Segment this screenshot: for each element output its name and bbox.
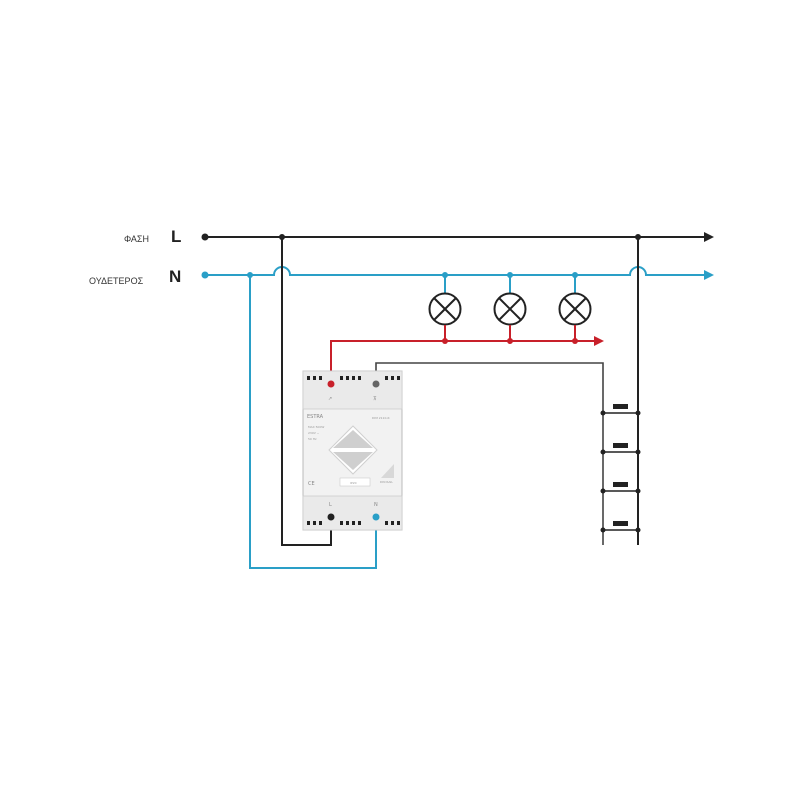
terminal-label-neutral: N xyxy=(374,502,378,508)
dimmer-device: ↗ ⊼ L N ESTRA DIM 2110-R MAX 500W 230V ~… xyxy=(302,370,403,531)
phase-feed-wire xyxy=(281,237,332,546)
lamp-icon xyxy=(493,275,527,341)
lamp-icon xyxy=(558,275,592,341)
control-terminal xyxy=(372,380,380,388)
terminal-label-load: ↗ xyxy=(328,396,332,402)
device-brand: ESTRA xyxy=(307,414,324,420)
terminal-label-control: ⊼ xyxy=(373,396,377,402)
device-mini-text: DIN RAIL xyxy=(380,480,393,484)
pushbutton-group xyxy=(600,404,641,533)
device-plate: IP20 xyxy=(350,481,357,485)
phase-terminal xyxy=(327,513,335,521)
device-spec-1: MAX 500W xyxy=(308,425,324,429)
pushbutton-icon xyxy=(600,521,641,533)
load-line xyxy=(330,336,604,379)
device-model: DIM 2110-R xyxy=(372,416,390,420)
phase-line xyxy=(201,232,714,242)
pushbutton-icon xyxy=(600,482,641,494)
neutral-label: ΟΥΔΕΤΕΡΟΣ xyxy=(89,276,144,286)
pushbutton-icon xyxy=(600,404,641,416)
neutral-terminal xyxy=(372,513,380,521)
triangle-logo-icon xyxy=(381,464,394,478)
device-spec-3: 50 Hz xyxy=(308,437,317,441)
dimmer-control-button xyxy=(328,425,378,475)
device-bottom-terminal-strip xyxy=(307,521,400,525)
lamp-group xyxy=(428,275,592,341)
phase-letter: L xyxy=(171,227,182,246)
ce-mark: CE xyxy=(308,481,315,487)
device-top-terminal-strip xyxy=(307,376,400,380)
load-terminal xyxy=(327,380,335,388)
pushbutton-icon xyxy=(600,443,641,455)
terminal-label-phase: L xyxy=(329,502,332,508)
neutral-letter: N xyxy=(169,267,182,286)
phase-label: ΦΑΣΗ xyxy=(124,234,149,244)
control-wire xyxy=(375,362,604,545)
neutral-feed-wire xyxy=(249,275,377,569)
lamp-icon xyxy=(428,275,462,341)
device-spec-2: 230V ~ xyxy=(308,431,320,435)
